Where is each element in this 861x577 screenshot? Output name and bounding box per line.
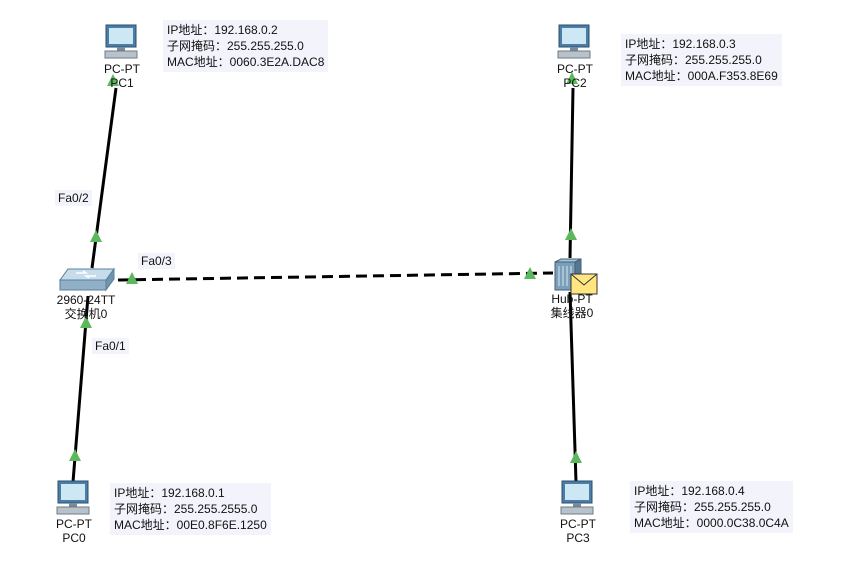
pc-icon [557,24,591,59]
port-label-fa0-1: Fa0/1 [92,338,129,354]
envelope-icon [570,273,598,295]
note-mask: 子网掩码：255.255.255.0 [625,53,762,67]
device-switch0[interactable] [58,266,116,299]
pc-icon [560,480,594,515]
device-type: PC-PT [560,517,596,531]
device-type: PC-PT [557,62,593,76]
note-pc2[interactable]: IP地址：192.168.0.3 子网掩码：255.255.255.0 MAC地… [621,34,782,86]
link-hub0-pc3[interactable] [568,291,578,483]
link-status-indicator [566,72,578,84]
device-label-switch0: 2960-24TT 交换机0 [57,293,116,321]
note-pc1[interactable]: IP地址：192.168.0.2 子网掩码：255.255.255.0 MAC地… [163,20,329,72]
device-name: PC2 [563,76,587,90]
device-name: PC3 [566,531,590,545]
note-ip: IP地址：192.168.0.4 [634,484,745,498]
link-switch0-hub0[interactable] [117,271,554,282]
note-pc3[interactable]: IP地址：192.168.0.4 子网掩码：255.255.255.0 MAC地… [630,481,793,533]
port-label-fa0-3: Fa0/3 [138,253,175,269]
link-status-indicator [565,228,577,240]
note-ip: IP地址：192.168.0.2 [167,23,278,37]
link-status-indicator [570,451,582,463]
note-ip: IP地址：192.168.0.1 [114,486,225,500]
device-name: 交换机0 [64,307,108,321]
device-pc0[interactable] [55,480,91,521]
device-pc3[interactable] [559,480,595,521]
device-label-pc3: PC-PT PC3 [560,517,596,545]
link-status-indicator [126,272,138,284]
note-pc0[interactable]: IP地址：192.168.0.1 子网掩码：255.255.2555.0 MAC… [110,483,271,535]
pc-icon [104,24,138,59]
device-name: PC1 [110,76,134,90]
device-pc1[interactable] [103,24,139,65]
pdu-envelope-icon[interactable] [570,273,598,300]
note-mac: MAC地址：0060.3E2A.DAC8 [167,55,325,69]
switch-icon [59,267,115,292]
pc-icon [56,480,90,515]
device-type: PC-PT [56,517,92,531]
note-mask: 子网掩码：255.255.255.0 [167,39,304,53]
device-type: 2960-24TT [56,293,116,307]
note-mask: 子网掩码：255.255.2555.0 [114,502,258,516]
device-name: 集线器0 [550,306,594,320]
note-mask: 子网掩码：255.255.255.0 [634,500,771,514]
link-status-indicator [80,316,92,328]
note-ip: IP地址：192.168.0.3 [625,37,736,51]
device-label-hub0: Hub-PT 集线器0 [551,292,594,320]
device-type: Hub-PT [551,292,593,306]
link-status-indicator [90,230,102,242]
note-mac: MAC地址：00E0.8F6E.1250 [114,518,267,532]
device-type: PC-PT [104,62,140,76]
device-label-pc0: PC-PT PC0 [56,517,92,545]
device-name: PC0 [62,531,86,545]
port-label-fa0-2: Fa0/2 [55,190,92,206]
device-label-pc2: PC-PT PC2 [557,62,593,90]
device-label-pc1: PC-PT PC1 [104,62,140,90]
link-status-indicator [107,74,119,86]
device-pc2[interactable] [556,24,592,65]
note-mac: MAC地址：0000.0C38.0C4A [634,516,789,530]
link-status-indicator [524,267,536,279]
note-mac: MAC地址：000A.F353.8E69 [625,69,778,83]
link-status-indicator [69,449,81,461]
